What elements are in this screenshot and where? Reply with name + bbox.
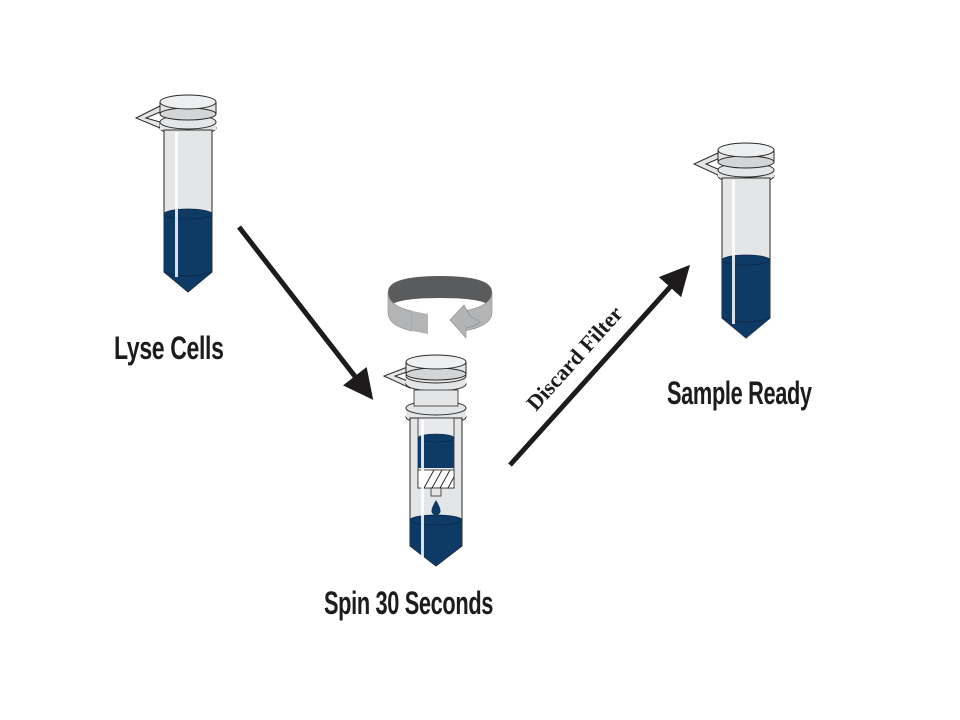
tube-spin-icon xyxy=(382,354,467,567)
tube-lyse-icon xyxy=(134,94,217,293)
tube-ready-icon xyxy=(692,142,775,339)
filter-membrane xyxy=(417,469,455,489)
arrow-spin-to-ready xyxy=(508,264,691,467)
arrow-lyse-to-spin xyxy=(237,225,374,400)
step-label-lyse-cells: Lyse Cells xyxy=(114,330,224,366)
step-label-spin-30-seconds: Spin 30 Seconds xyxy=(324,585,494,621)
arrow-label-discard-filter: Discard Filter xyxy=(521,301,628,416)
step-label-sample-ready: Sample Ready xyxy=(667,375,812,411)
rotation-arrow-icon xyxy=(387,276,493,339)
